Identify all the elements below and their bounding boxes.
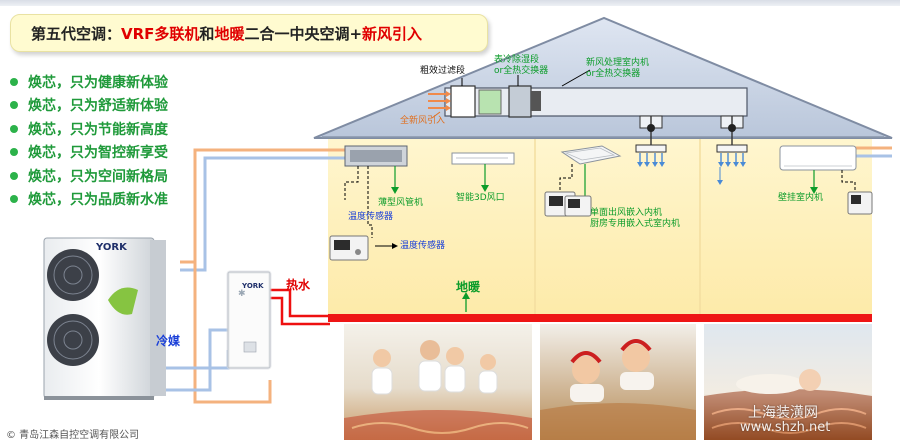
title-part-1: 第五代空调： <box>31 24 122 43</box>
feature-item: 焕芯，只为健康新体验 <box>10 70 168 94</box>
title-banner: 第五代空调： VRF多联机 和 地暖 二合一中央空调+ 新风引入 <box>10 14 488 52</box>
hot-water-label: 热水 <box>286 278 311 292</box>
brand-logo-outdoor: YORK <box>96 242 127 253</box>
controller-icon <box>564 195 592 217</box>
heat-exchanger-box <box>508 85 532 118</box>
title-part-5: 二合一中央空调+ <box>244 24 363 43</box>
title-part-2: VRF多联机 <box>121 24 200 43</box>
brand-logo-boiler: YORK <box>242 282 264 290</box>
bullet-dot-icon <box>10 101 18 110</box>
wall-unit-label: 壁挂室内机 <box>778 193 824 203</box>
controller-icon <box>329 235 369 261</box>
heat-exchanger-label: 表冷除湿段 or全热交换器 <box>494 55 549 76</box>
air-outlet-label: 智能3D风口 <box>456 193 505 203</box>
boiler-unit: ✱ <box>226 270 272 370</box>
copyright-text: © 青岛江森自控空调有限公司 <box>6 430 140 441</box>
title-part-3: 和 <box>199 24 215 43</box>
refrigerant-label: 冷媒 <box>156 334 181 348</box>
feature-item: 焕芯，只为品质新水准 <box>10 188 168 212</box>
watermark-url: www.shzh.net <box>740 420 831 435</box>
floor-heating-label: 地暖 <box>456 280 481 294</box>
floor-heating-slab <box>328 314 872 322</box>
leaf-decal-icon <box>108 287 138 315</box>
duct-unit-label: 薄型风管机 <box>378 198 424 208</box>
dehumidify-section <box>478 89 502 115</box>
wall-unit <box>779 145 857 194</box>
feature-item: 焕芯，只为空间新格局 <box>10 164 168 188</box>
title-part-6: 新风引入 <box>362 24 423 43</box>
title-part-4: 地暖 <box>214 24 245 43</box>
fresh-air-inlet-label: 全新风引入 <box>400 116 446 126</box>
feature-item: 焕芯，只为舒适新体验 <box>10 94 168 118</box>
outdoor-unit <box>43 237 166 400</box>
svg-text:✱: ✱ <box>238 289 246 299</box>
filter-label: 粗效过滤段 <box>420 66 466 76</box>
controller-icon <box>847 191 873 215</box>
bullet-dot-icon <box>10 77 18 86</box>
temp-sensor-label-2: 温度传感器 <box>400 241 446 251</box>
top-bar <box>0 0 900 6</box>
fresh-air-inlet-arrows <box>428 93 446 109</box>
cassette-label: 单面出风嵌入内机 厨房专用嵌入式室内机 <box>590 208 681 229</box>
smart-3d-outlet <box>451 152 515 192</box>
bullet-dot-icon <box>10 148 18 157</box>
fresh-air-indoor-label: 新风处理室内机 or全热交换器 <box>586 58 650 79</box>
indoor-unit-box <box>531 91 541 111</box>
bullet-dot-icon <box>10 171 18 180</box>
feature-list: 焕芯，只为健康新体验 焕芯，只为舒适新体验 焕芯，只为节能新高度 焕芯，只为智控… <box>10 70 168 211</box>
ceiling-duct-unit <box>344 145 408 194</box>
supply-duct-right <box>716 115 748 153</box>
bullet-dot-icon <box>10 124 18 133</box>
airflow-arrows <box>639 153 744 163</box>
supply-duct-left <box>635 115 667 153</box>
filter-section <box>450 85 476 118</box>
floor-heating-pipe <box>270 288 330 326</box>
watermark-cn: 上海装潢网 <box>748 405 818 421</box>
feature-item: 焕芯，只为智控新享受 <box>10 141 168 165</box>
bullet-dot-icon <box>10 195 18 204</box>
temp-sensor-label-1: 温度传感器 <box>348 212 394 222</box>
feature-item: 焕芯，只为节能新高度 <box>10 117 168 141</box>
cassette-unit <box>559 145 622 206</box>
